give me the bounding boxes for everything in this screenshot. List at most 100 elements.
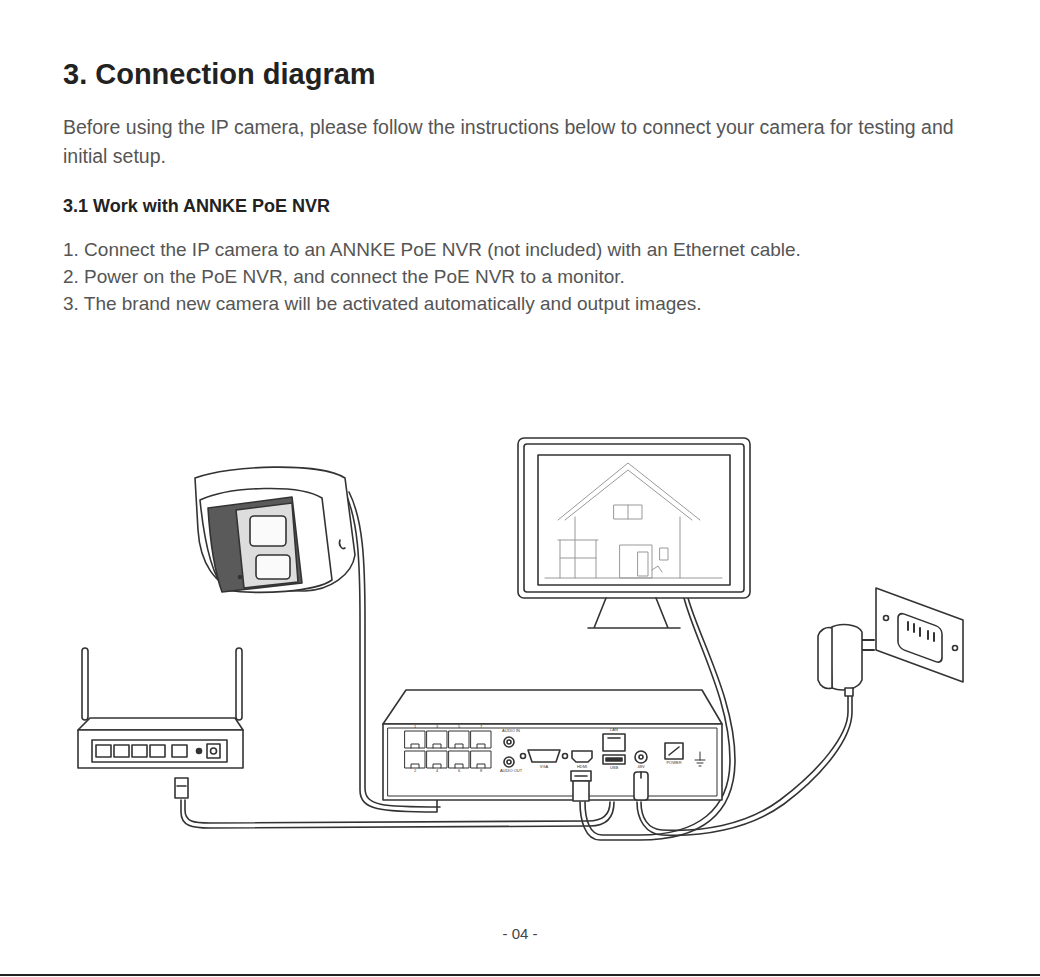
intro-text: Before using the IP camera, please follo… [63,113,958,171]
monitor [588,598,680,628]
port-label: 4 [436,769,438,773]
port-label: 2 [414,769,416,773]
router [92,740,227,762]
router [132,745,147,757]
port-label: VGA [540,765,548,769]
poe-port [411,764,419,768]
dome-camera [236,503,298,588]
router [197,749,202,754]
nvr [639,755,643,759]
nvr [383,724,722,800]
wall-outlet [953,646,958,651]
house-image [545,463,722,578]
router [207,744,220,758]
dome-camera [339,540,345,548]
nvr [383,690,722,800]
step-text: 2. Power on the PoE NVR, and connect the… [63,266,625,289]
port-label: USB [610,766,618,770]
monitor [518,438,750,628]
power-adapter [818,627,832,688]
page-title: 3. Connection diagram [63,57,376,92]
nvr [603,734,625,751]
router-cable [181,800,614,828]
power-plug [634,772,648,800]
router [150,745,165,757]
nvr [504,757,514,767]
step-text: 1. Connect the IP camera to an ANNKE PoE… [63,239,801,262]
dome-camera [200,488,332,592]
router [78,718,243,730]
house-image [545,540,722,578]
poe-port [477,744,485,748]
ethernet-plug [177,785,186,787]
port-label: 3 [436,725,438,729]
power-adapter [845,688,853,696]
port-label: 8 [480,769,482,773]
nvr [608,737,620,739]
power-adapter [830,625,862,690]
port-label: AUDIO IN [502,729,520,733]
poe-port [405,731,425,748]
hdmi-plug [571,771,591,781]
nvr [572,751,592,762]
poe-port [471,731,491,748]
port-label: 48V [637,765,644,769]
router [96,745,111,757]
poe-port [433,764,441,768]
hdmi-plug [573,781,589,801]
page-rule [0,974,1040,976]
router-cable [185,800,610,823]
monitor [538,455,730,585]
nvr [504,737,514,747]
nvr [507,740,511,744]
hdmi-plug [575,775,587,777]
router [78,730,243,768]
nvr [405,731,491,768]
poe-port [427,751,447,768]
poe-port [449,751,469,768]
ethernet-plug [175,778,188,798]
house-image [652,548,668,572]
router [82,648,88,720]
power-plug [640,772,642,778]
wall-outlet [876,588,963,682]
page-number: - 04 - [502,926,537,941]
poe-port [455,764,463,768]
dome-camera [256,555,290,579]
router [78,648,243,768]
wall-outlet [898,612,942,664]
poe-port [411,744,419,748]
nvr [635,751,647,763]
nvr [507,760,511,764]
nvr [521,754,526,759]
power-adapter [818,625,874,696]
port-label: AUDIO OUT [500,769,522,773]
port-label: 6 [458,769,460,773]
nvr [388,728,717,796]
router [211,748,217,754]
house-image [638,552,648,576]
step-text: 3. The brand new camera will be activate… [63,293,702,316]
house-image [628,505,629,519]
poe-port [477,764,485,768]
power-plug [634,772,648,800]
nvr [528,750,560,762]
wall-outlet [908,622,934,641]
port-label: LAN [610,728,618,732]
poe-port [449,731,469,748]
nvr [669,747,679,755]
nvr [563,754,568,759]
illustration [78,438,963,840]
dome-camera [239,576,242,579]
dome-camera [208,497,302,592]
nvr [383,690,722,724]
port-label: 7 [480,725,482,729]
nvr [606,758,622,761]
nvr [695,752,705,766]
dome-camera [195,467,355,592]
poe-port [455,744,463,748]
router [114,745,129,757]
port-label: 5 [458,725,460,729]
nvr [665,743,683,759]
